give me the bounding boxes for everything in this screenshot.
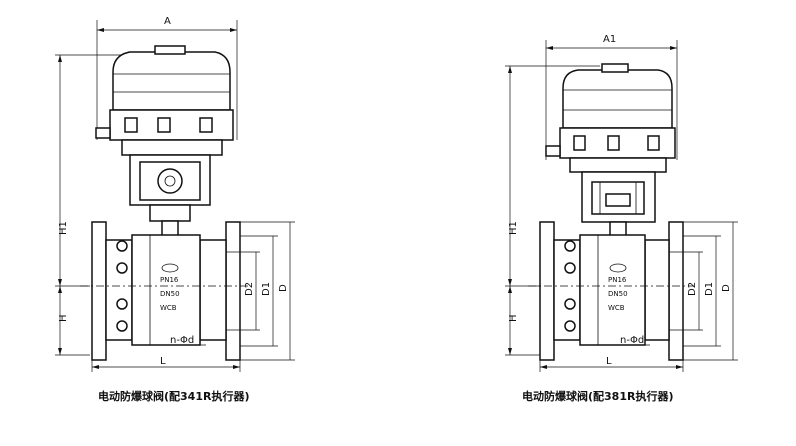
actuator-cap <box>154 45 186 55</box>
dim-d2-label-right: D2 <box>687 282 698 296</box>
actuator-dome <box>112 51 231 111</box>
dim-h-label: H <box>58 314 69 322</box>
mark-wcb-right: WCB <box>608 304 625 312</box>
dim-d-label: D <box>278 284 289 292</box>
cable-gland-right <box>545 145 561 157</box>
right-flange <box>225 221 241 361</box>
right-valve: A1 H1 H <box>505 34 738 403</box>
left-flange-right <box>539 221 555 361</box>
cable-gland <box>95 127 111 139</box>
dim-holes-label-right: n-Φd <box>620 335 644 346</box>
dim-holes-label: n-Φd <box>170 335 194 346</box>
right-caption: 电动防爆球阀(配381R执行器) <box>522 389 674 403</box>
dim-d1-label: D1 <box>261 282 272 296</box>
mark-dn-right: DN50 <box>608 290 628 298</box>
dim-d1-label-right: D1 <box>704 282 715 296</box>
dim-h-label-right: H <box>508 314 519 322</box>
left-caption: 电动防爆球阀(配341R执行器) <box>98 389 250 403</box>
dim-d-label-right: D <box>721 284 732 292</box>
dim-h1-label-right: H1 <box>508 221 519 235</box>
mark-wcb: WCB <box>160 304 177 312</box>
dim-h1-label: H1 <box>58 221 69 235</box>
left-valve: A H1 H <box>55 16 295 403</box>
left-flange <box>91 221 107 361</box>
mark-pn-right: PN16 <box>608 276 627 284</box>
dim-d2-label: D2 <box>244 282 255 296</box>
dim-l-label-right: L <box>606 356 612 367</box>
dim-a1-label: A1 <box>603 34 616 45</box>
dim-a-label: A <box>164 16 171 27</box>
right-flange-right <box>668 221 684 361</box>
actuator-dome-right <box>562 69 673 129</box>
mark-pn: PN16 <box>160 276 179 284</box>
mark-dn: DN50 <box>160 290 180 298</box>
dim-l-label: L <box>160 356 166 367</box>
